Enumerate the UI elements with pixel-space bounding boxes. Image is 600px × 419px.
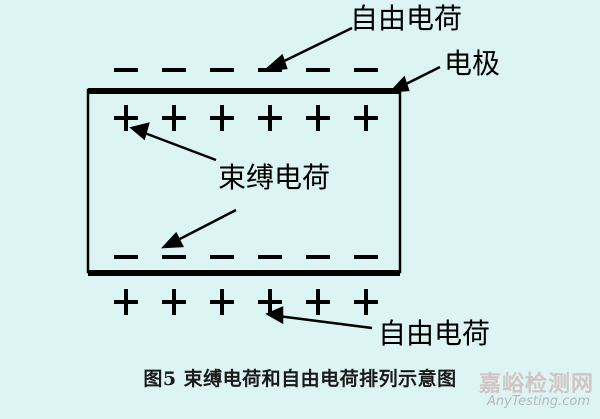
free-charge-positive	[258, 289, 282, 315]
bound-charge-negative	[210, 255, 234, 259]
bound-charge-positive	[210, 105, 234, 131]
label-bound-charge: 束缚电荷	[218, 161, 330, 194]
free-charge-negative	[306, 68, 330, 72]
label-free-charge-bottom: 自由电荷	[378, 317, 490, 350]
arrow-free-charge-top	[277, 26, 353, 66]
arrow-head	[262, 53, 288, 72]
bottom-electrode	[88, 270, 400, 276]
bound-charge-negative	[354, 255, 378, 259]
charge-markers	[114, 68, 378, 315]
arrow-head	[129, 122, 150, 141]
bound-charge-positive	[306, 105, 330, 131]
bound-charge-negative	[306, 255, 330, 259]
arrow-head	[388, 75, 410, 93]
arrow-head	[160, 231, 184, 249]
bound-charge-positive	[258, 105, 282, 131]
free-charge-negative	[210, 68, 234, 72]
arrow-free-charge-bottom	[277, 314, 373, 330]
free-charge-positive	[306, 289, 330, 315]
free-charge-positive	[162, 289, 186, 315]
figure-caption: 图5 束缚电荷和自由电荷排列示意图	[143, 368, 457, 390]
bound-charge-negative	[114, 255, 138, 259]
label-electrode: 电极	[444, 47, 500, 80]
free-charge-negative	[162, 68, 186, 72]
label-free-charge-top: 自由电荷	[350, 2, 462, 35]
free-charge-positive	[354, 289, 378, 315]
bound-charge-positive	[354, 105, 378, 131]
free-charge-positive	[114, 289, 138, 315]
free-charge-negative	[354, 68, 378, 72]
free-charge-negative	[114, 68, 138, 72]
bound-charge-negative	[162, 255, 186, 259]
watermark-cn: 嘉峪检测网	[478, 372, 594, 397]
bound-charge-positive	[162, 105, 186, 131]
bound-charge-positive	[114, 105, 138, 131]
bound-charge-negative	[258, 255, 282, 259]
arrow-head	[265, 306, 284, 325]
top-electrode	[88, 88, 400, 94]
free-charge-positive	[210, 289, 234, 315]
arrow-bound-charge-top	[141, 130, 217, 162]
arrow-bound-charge-bottom	[173, 208, 237, 244]
watermark-en: AnyTesting.com	[486, 394, 590, 409]
